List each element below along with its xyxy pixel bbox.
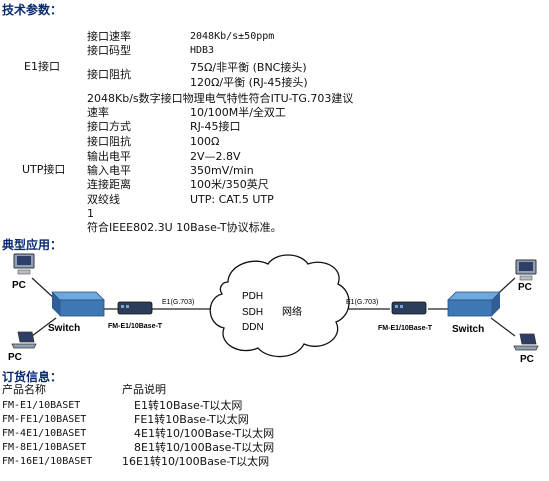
stray-text: 1 [87, 207, 94, 220]
cloud-line-pdh: PDH [242, 291, 263, 302]
utp-row-key: 接口阻抗 [87, 135, 131, 148]
utp-row-value: 100米/350英尺 [190, 178, 269, 191]
order-item-name: FM-8E1/10BASET [2, 442, 87, 453]
pc-icon [515, 259, 537, 281]
utp-row-value: RJ-45接口 [190, 120, 241, 133]
utp-row-key: 输出电平 [87, 150, 131, 163]
e1-compliance: 2048Kb/s数字接口物理电气特性符合ITU-TG.703建议 [87, 92, 354, 105]
pc-label: PC [520, 354, 534, 365]
utp-row-key: 接口方式 [87, 120, 131, 133]
switch-icon [447, 291, 501, 317]
e1-row-code-value: HDB3 [190, 45, 215, 56]
order-item-name: FM-E1/10BASET [2, 400, 81, 411]
network-cloud [209, 254, 350, 358]
order-col-desc: 产品说明 [122, 383, 166, 396]
app-heading: 典型应用： [2, 238, 63, 252]
converter-device-icon [117, 301, 153, 315]
network-diagram: PC PC PC PC Switch Switch FM-E1/10Base-T… [8, 253, 539, 365]
order-item-desc: 16E1转10/100Base-T以太网 [122, 455, 270, 468]
e1-interface-label: E1接口 [24, 60, 60, 73]
utp-row-value: UTP: CAT.5 UTP [190, 193, 274, 206]
order-item-desc: FE1转10Base-T以太网 [134, 413, 249, 426]
utp-row-value: 2V—2.8V [190, 150, 241, 163]
e1-row-code-key: 接口码型 [87, 44, 131, 57]
switch-icon [51, 291, 105, 317]
utp-interface-label: UTP接口 [22, 163, 66, 176]
order-item-desc: 4E1转10/100Base-T以太网 [134, 427, 275, 440]
order-item-name: FM-4E1/10BASET [2, 428, 87, 439]
converter-device-icon [391, 301, 427, 315]
link-switch-pc-right-bottom [490, 317, 516, 337]
utp-row-key: 输入电平 [87, 164, 131, 177]
switch-label: Switch [48, 323, 80, 334]
pc-label: PC [12, 280, 26, 291]
e1-row-rate-value: 2048Kb/s±50ppm [190, 31, 275, 42]
utp-row-key: 双绞线 [87, 193, 120, 206]
order-item-name: FM-FE1/10BASET [2, 414, 87, 425]
device-label: FM-E1/10Base-T [108, 323, 163, 330]
pc-label: PC [518, 282, 532, 293]
order-item-name: FM-16E1/10BASET [2, 456, 93, 467]
switch-label: Switch [452, 324, 484, 335]
utp-row-value: 10/100M半/全双工 [190, 106, 286, 119]
order-item-desc: 8E1转10/100Base-T以太网 [134, 441, 275, 454]
e1-row-rate-key: 接口速率 [87, 30, 131, 43]
order-heading: 订货信息： [2, 370, 63, 384]
tech-heading: 技术参数： [2, 3, 63, 17]
order-item-desc: E1转10Base-T以太网 [134, 399, 243, 412]
e1-row-impedance-value-1: 75Ω/非平衡 (BNC接头) [190, 61, 307, 74]
utp-row-key: 连接距离 [87, 178, 131, 191]
utp-row-value: 350mV/min [190, 164, 254, 177]
link-label: E1(G.703) [162, 299, 194, 306]
cloud-line-ddn: DDN [242, 322, 264, 333]
cloud-network-label: 网络 [282, 305, 302, 318]
laptop-icon [11, 331, 37, 349]
device-label: FM-E1/10Base-T [378, 325, 433, 332]
cloud-line-sdh: SDH [242, 307, 263, 318]
e1-row-impedance-value-2: 120Ω/平衡 (RJ-45接头) [190, 76, 308, 89]
pc-icon [13, 253, 35, 275]
link-pc-switch-left-bottom [31, 317, 57, 337]
e1-row-impedance-key: 接口阻抗 [87, 68, 131, 81]
pc-label: PC [8, 352, 22, 363]
link-label: E1(G.703) [346, 299, 378, 306]
utp-compliance: 符合IEEE802.3U 10Base-T协议标准。 [87, 221, 282, 234]
order-col-name: 产品名称 [2, 383, 46, 396]
utp-row-key: 速率 [87, 106, 109, 119]
utp-row-value: 100Ω [190, 135, 220, 148]
laptop-icon [513, 333, 539, 351]
